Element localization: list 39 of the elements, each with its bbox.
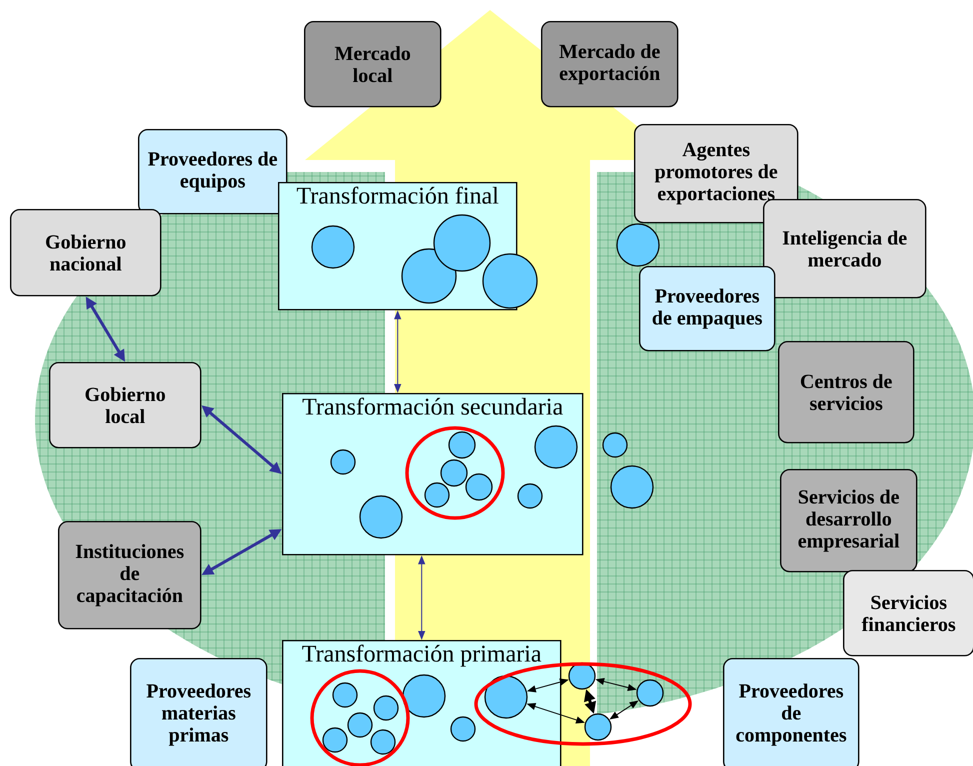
firm-circle bbox=[330, 449, 356, 475]
firm-circle bbox=[584, 713, 612, 741]
firm-circle bbox=[401, 248, 457, 304]
firm-circle bbox=[424, 482, 450, 508]
firm-circle bbox=[332, 682, 358, 708]
actor-box: Mercado de exportación bbox=[541, 21, 678, 108]
firm-circle bbox=[347, 712, 373, 738]
firm-circle bbox=[482, 253, 538, 309]
firm-circle bbox=[450, 716, 476, 742]
firm-circle bbox=[636, 679, 664, 707]
firm-circle bbox=[448, 431, 476, 459]
firm-circle bbox=[311, 225, 355, 269]
firm-circle bbox=[433, 214, 491, 272]
actor-box: Instituciones de capacitación bbox=[58, 521, 202, 630]
actor-box: Gobierno nacional bbox=[10, 209, 162, 296]
firm-circle bbox=[359, 495, 403, 539]
firm-circle bbox=[440, 459, 468, 487]
actor-box: Proveedores materias primas bbox=[130, 658, 268, 766]
actor-box: Centros de servicios bbox=[778, 341, 914, 444]
firm-circle bbox=[370, 729, 396, 755]
actor-box: Proveedores de componentes bbox=[723, 658, 860, 766]
firm-circle bbox=[517, 483, 543, 509]
firm-circle bbox=[322, 727, 348, 753]
actor-box: Proveedores de equipos bbox=[138, 129, 288, 214]
actor-box: Agentes promotores de exportaciones bbox=[634, 124, 798, 224]
firm-circle bbox=[616, 223, 660, 267]
firm-circle bbox=[373, 695, 399, 721]
firm-circle bbox=[610, 465, 654, 509]
firm-circle bbox=[602, 432, 628, 458]
firm-circle bbox=[534, 425, 578, 469]
actor-box: Servicios de desarrollo empresarial bbox=[780, 469, 918, 572]
actor-box: Proveedores de empaques bbox=[639, 266, 776, 352]
firm-circle bbox=[484, 675, 528, 719]
actor-box: Inteligencia de mercado bbox=[763, 199, 926, 298]
firm-circle bbox=[465, 473, 493, 501]
actor-box: Gobierno local bbox=[49, 362, 202, 448]
firm-circle bbox=[402, 674, 446, 718]
actor-box: Mercado local bbox=[304, 21, 442, 108]
actor-box: Servicios financieros bbox=[843, 570, 973, 656]
